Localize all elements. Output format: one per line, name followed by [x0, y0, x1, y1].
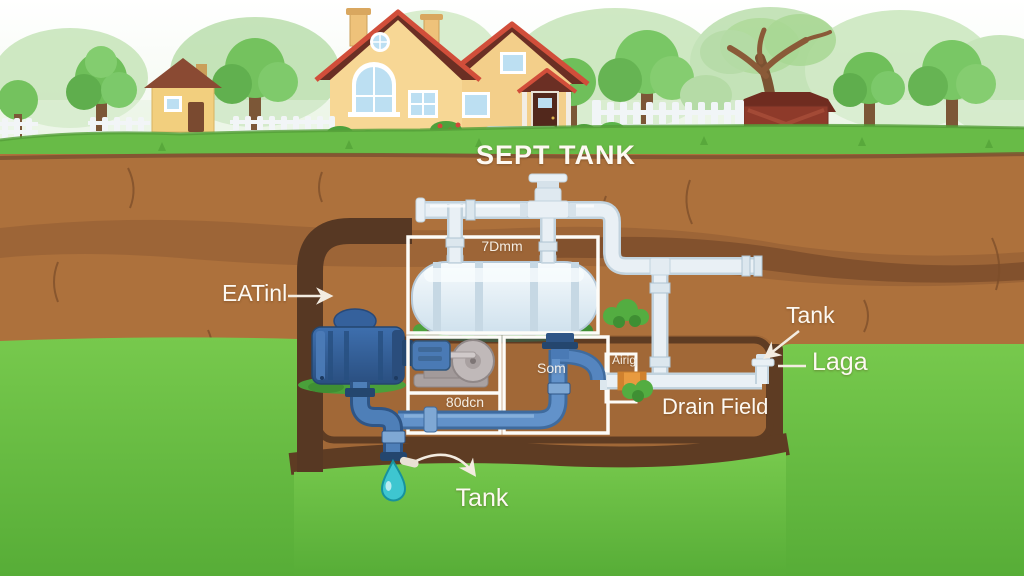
pit-edge-bottom — [288, 433, 790, 475]
main-house-illustration — [314, 8, 590, 142]
grass-strip — [0, 123, 1024, 160]
water-droplet — [380, 458, 407, 502]
lawn-left — [0, 337, 298, 576]
picket-fence-far-left — [0, 118, 38, 140]
label-tank-lower: Tank — [455, 484, 509, 512]
blue-pipe-network — [398, 348, 606, 430]
label-box-tank — [406, 235, 600, 335]
label-tank-upper: Tank — [786, 302, 835, 328]
pump-unit — [298, 308, 413, 394]
lawn-right — [780, 344, 1024, 576]
label-laga: Laga — [812, 348, 868, 376]
arrow-tank-upper — [763, 330, 800, 360]
drain-coupling — [381, 430, 406, 444]
white-pipe-fittings — [415, 173, 775, 391]
lawn-bottom — [294, 452, 786, 576]
outlet-elbow — [751, 354, 775, 367]
drain-endcap — [380, 452, 407, 461]
blue-pipe-fittings — [423, 333, 578, 433]
annotation-pipe-size: 7Dmm — [481, 238, 523, 254]
septic-tank — [408, 253, 600, 342]
annotation-valve: Airig — [612, 353, 637, 367]
inlet-sewer-pipe — [297, 218, 412, 472]
arrow-tail-pill — [399, 456, 419, 468]
annotation-pump-compartment: 80dcn — [445, 394, 485, 410]
pit-grass-tufts — [603, 299, 653, 402]
drain-flange — [345, 388, 375, 397]
label-drain-field: Drain Field — [662, 394, 769, 419]
label-sept-tank: SEPT TANK — [475, 140, 637, 170]
label-box-pump — [406, 335, 502, 435]
drain-pipe — [350, 382, 403, 457]
small-house-illustration — [144, 58, 222, 133]
annotation-arrows — [288, 287, 806, 477]
vent-valve — [520, 173, 576, 219]
annotation-distribution: Som — [537, 360, 566, 376]
arrow-tank-lower — [413, 453, 477, 477]
compressor-unit — [411, 339, 495, 388]
label-inlet: EATinl — [222, 280, 288, 306]
